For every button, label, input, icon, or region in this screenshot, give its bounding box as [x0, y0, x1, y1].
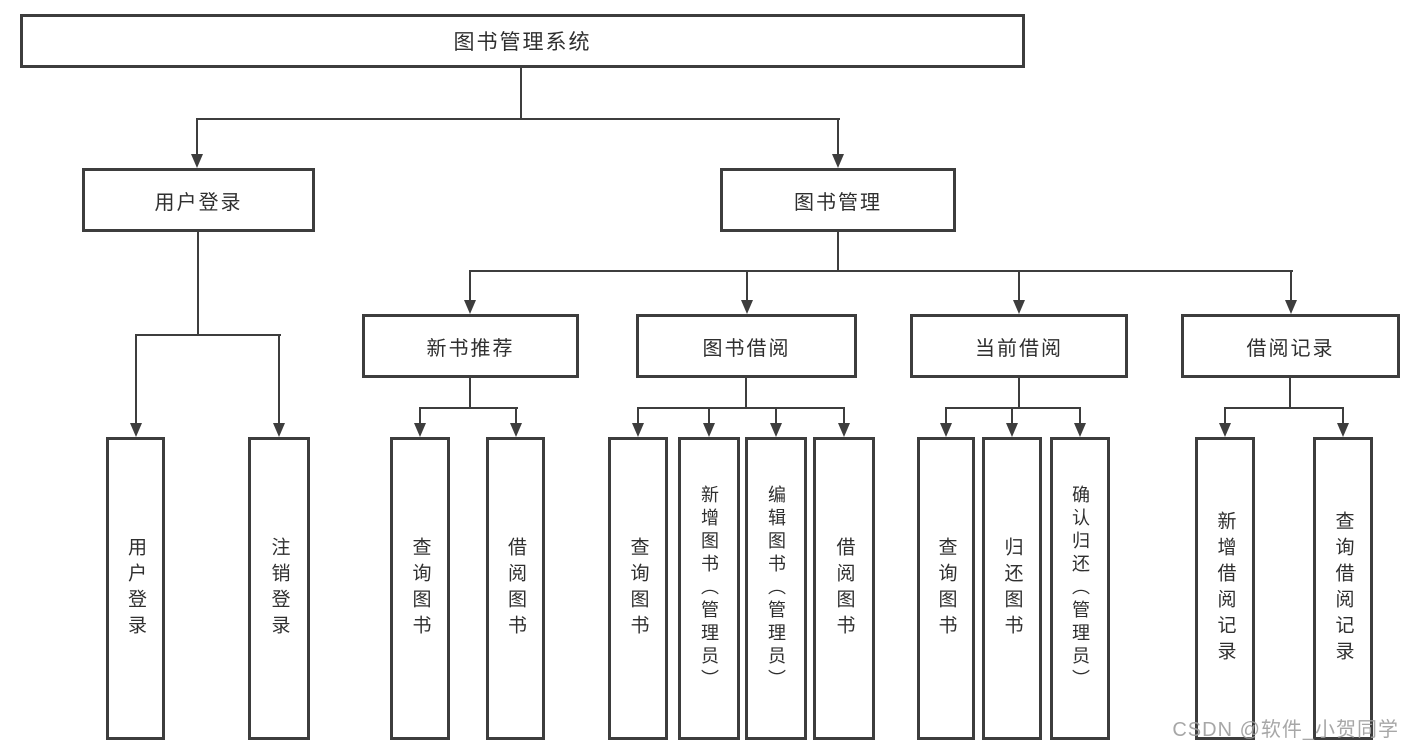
- arrow-to-leaf: [414, 407, 426, 437]
- arrow-to-leaf: [632, 407, 644, 437]
- arrow-to-leaf: [770, 407, 782, 437]
- connector-section-bus: [419, 407, 518, 409]
- leaf-user-login: 用户登录: [106, 437, 165, 740]
- node-label: 当前借阅: [975, 337, 1063, 360]
- leaf-label: 查询图书: [935, 536, 957, 641]
- node-book-borrowing: 图书借阅: [636, 314, 857, 378]
- node-label: 图书借阅: [702, 337, 791, 360]
- arrow-to-leaf: [838, 407, 850, 437]
- leaf-label: 确认归还（管理员）: [1070, 485, 1090, 692]
- connector-user-login-bus: [135, 334, 281, 336]
- leaf-query-books-current: 查询图书: [917, 437, 975, 740]
- leaf-add-borrow-record: 新增借阅记录: [1195, 437, 1255, 740]
- connector-section-stem: [1289, 378, 1291, 409]
- leaf-borrow-books-recommend: 借阅图书: [486, 437, 545, 740]
- leaf-confirm-return-admin: 确认归还（管理员）: [1050, 437, 1110, 740]
- leaf-label: 注销登录: [268, 536, 290, 641]
- node-current-borrowing: 当前借阅: [910, 314, 1128, 378]
- arrow-to-leaf: [1219, 407, 1231, 437]
- node-label: 图书管理系统: [453, 31, 592, 54]
- arrow-to-leaf: [130, 334, 142, 437]
- leaf-label: 新增图书（管理员）: [699, 485, 719, 692]
- arrow-to-leaf: [1337, 407, 1349, 437]
- arrow-to-current-borrowing: [1013, 270, 1025, 314]
- arrow-to-book-management: [832, 118, 844, 168]
- arrow-to-leaf: [1074, 407, 1086, 437]
- connector-root-stem: [520, 68, 522, 120]
- arrow-to-borrowing-records: [1285, 270, 1297, 314]
- connector-section-stem: [1018, 378, 1020, 409]
- connector-section-bus: [1224, 407, 1344, 409]
- connector-section-stem: [469, 378, 471, 409]
- leaf-label: 归还图书: [1001, 536, 1023, 641]
- connector-user-login-stem: [197, 232, 199, 336]
- leaf-query-books-recommend: 查询图书: [390, 437, 450, 740]
- node-library-system: 图书管理系统: [20, 14, 1025, 68]
- arrow-to-leaf: [940, 407, 952, 437]
- leaf-label: 借阅图书: [505, 536, 526, 641]
- arrow-to-book-borrowing: [741, 270, 753, 314]
- arrow-to-leaf: [510, 407, 522, 437]
- node-label: 借阅记录: [1246, 337, 1335, 360]
- leaf-edit-books-admin: 编辑图书（管理员）: [745, 437, 807, 740]
- node-user-login: 用户登录: [82, 168, 315, 232]
- node-new-book-recommendation: 新书推荐: [362, 314, 579, 378]
- arrow-to-user-login: [191, 118, 203, 168]
- connector-section-bus: [637, 407, 845, 409]
- node-label: 用户登录: [154, 191, 243, 214]
- arrow-to-leaf: [273, 334, 285, 437]
- connector-level3-bus: [469, 270, 1293, 272]
- arrow-to-new-book-recommendation: [464, 270, 476, 314]
- leaf-label: 用户登录: [125, 536, 146, 641]
- connector-section-stem: [745, 378, 747, 409]
- node-book-management: 图书管理: [720, 168, 956, 232]
- leaf-label: 查询图书: [409, 536, 431, 641]
- node-label: 图书管理: [794, 191, 882, 214]
- arrow-to-leaf: [1006, 407, 1018, 437]
- leaf-label: 新增借阅记录: [1214, 510, 1236, 667]
- leaf-borrow-books-borrow: 借阅图书: [813, 437, 875, 740]
- leaf-label: 查询图书: [627, 536, 649, 641]
- leaf-query-borrow-record: 查询借阅记录: [1313, 437, 1373, 740]
- leaf-logout: 注销登录: [248, 437, 310, 740]
- leaf-label: 借阅图书: [833, 536, 855, 641]
- watermark: CSDN @软件_小贺同学: [1172, 719, 1399, 741]
- leaf-label: 编辑图书（管理员）: [766, 485, 786, 692]
- connector-section-bus: [945, 407, 1081, 409]
- arrow-to-leaf: [703, 407, 715, 437]
- leaf-query-books-borrow: 查询图书: [608, 437, 668, 740]
- connector-level2-bus: [196, 118, 840, 120]
- connector-book-management-stem: [837, 232, 839, 272]
- node-borrowing-records: 借阅记录: [1181, 314, 1400, 378]
- node-label: 新书推荐: [426, 337, 515, 360]
- leaf-return-books: 归还图书: [982, 437, 1042, 740]
- leaf-label: 查询借阅记录: [1332, 510, 1354, 667]
- leaf-add-books-admin: 新增图书（管理员）: [678, 437, 740, 740]
